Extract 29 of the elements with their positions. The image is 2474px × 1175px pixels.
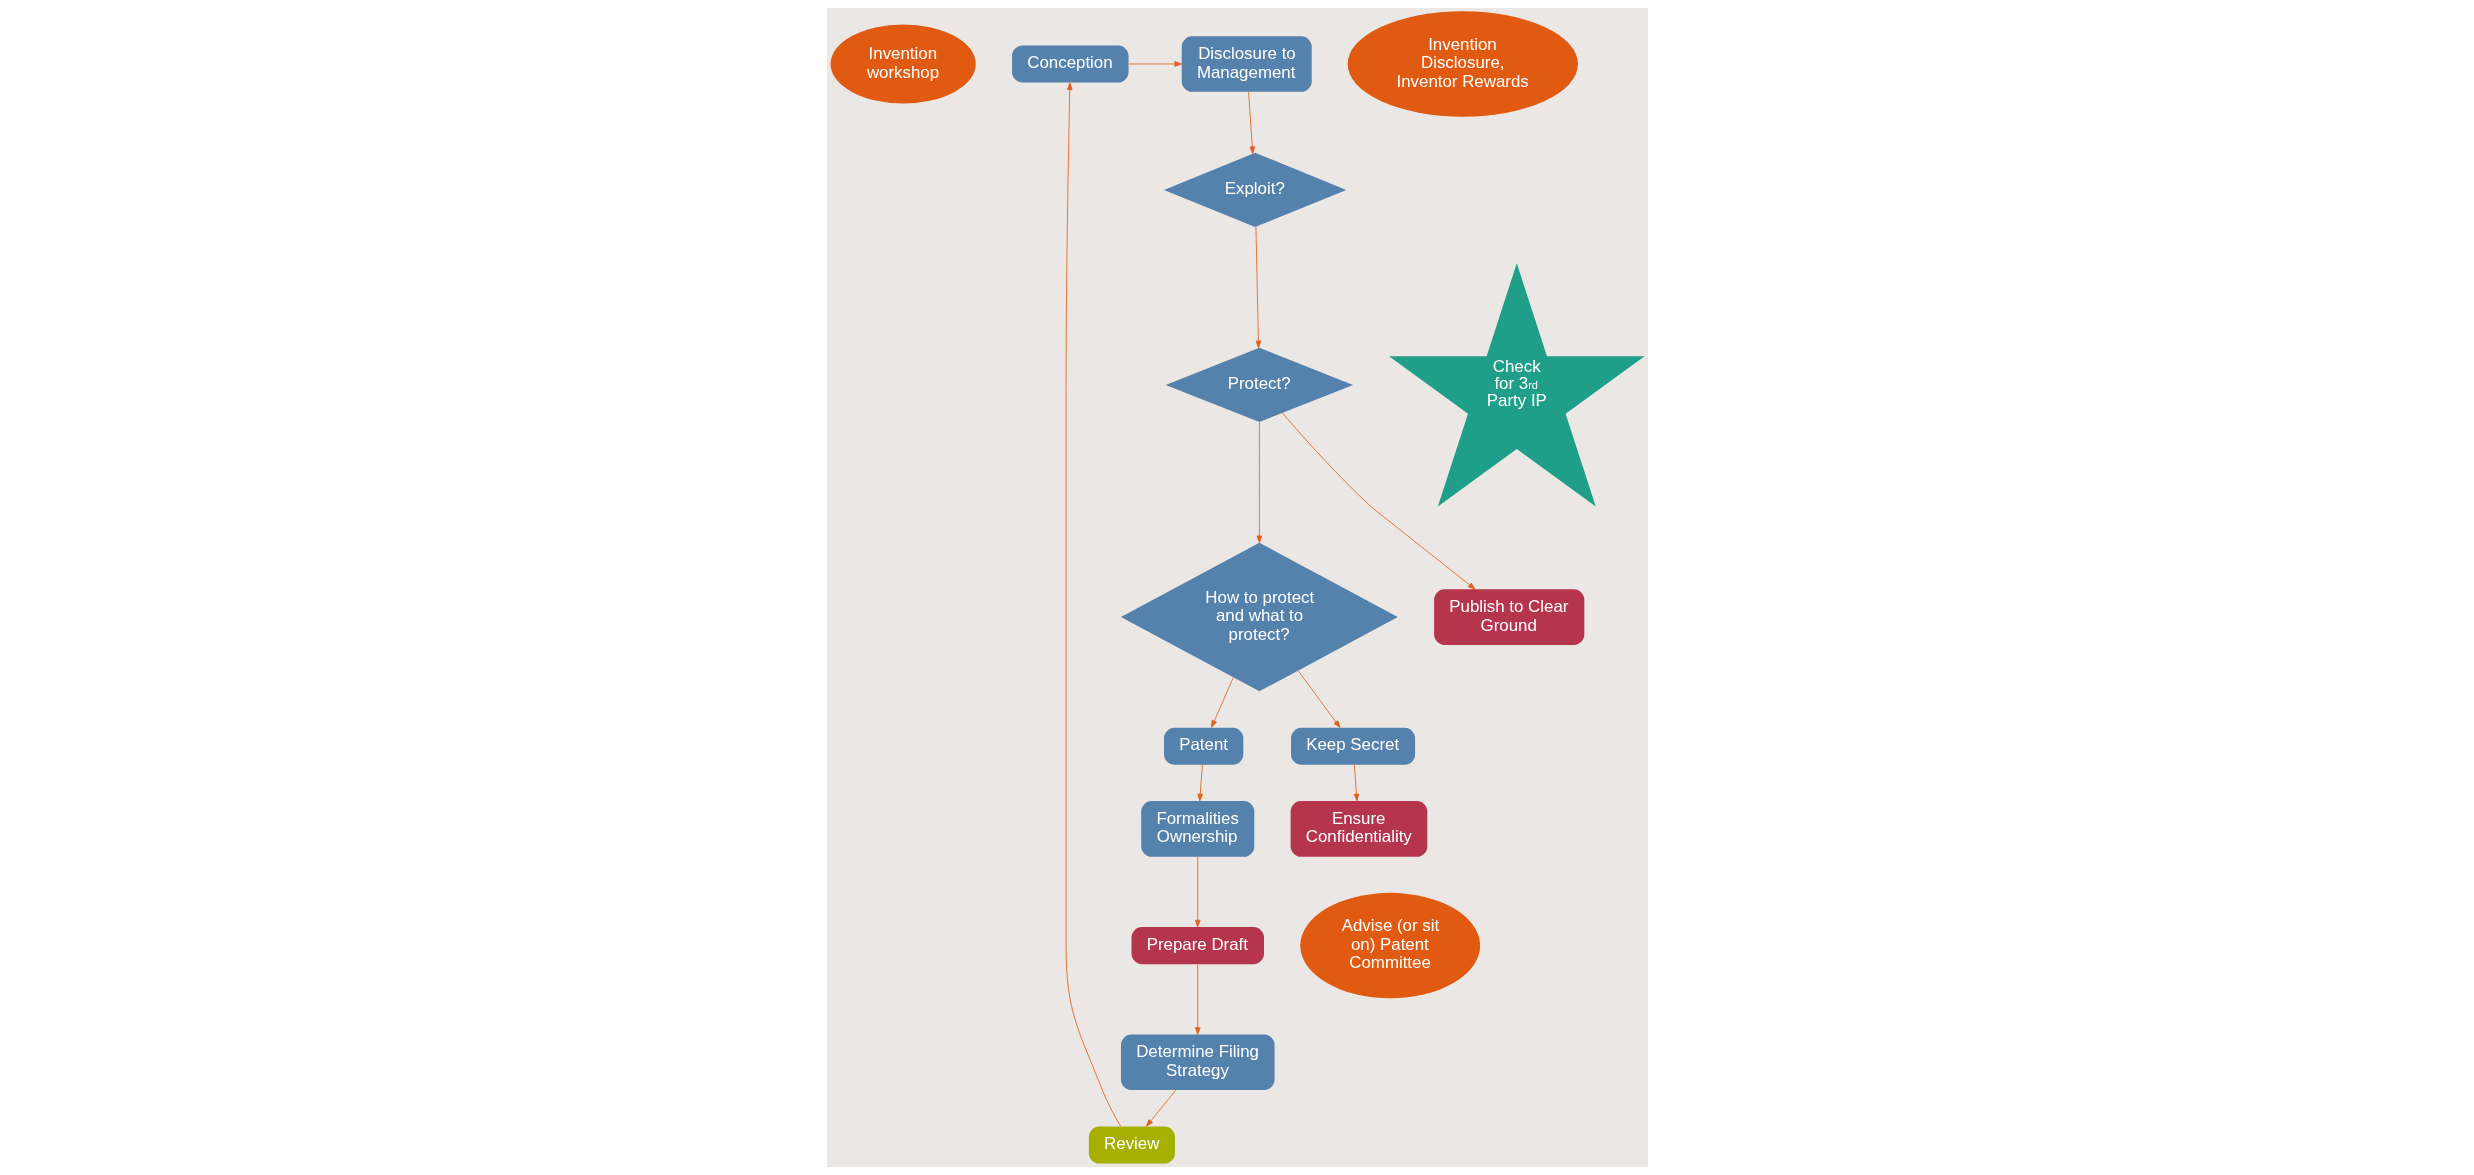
arrow <box>1247 91 1255 155</box>
node-box: Determine Filing Strategy <box>1120 1034 1275 1091</box>
arrow <box>1297 670 1340 728</box>
node-box: Prepare Draft <box>1131 927 1264 965</box>
arrow <box>1255 226 1261 349</box>
node-box: Review <box>1088 1126 1175 1164</box>
node-box: Keep Secret <box>1290 727 1415 765</box>
node-diamond: Protect? <box>1165 347 1353 423</box>
arrow <box>1194 963 1201 1035</box>
node-box: Conception <box>1011 45 1129 83</box>
node-box: Formalities Ownership <box>1140 801 1254 857</box>
node-diamond: Exploit? <box>1163 152 1346 228</box>
node-ellipse: Invention workshop <box>830 24 976 104</box>
arrow <box>1065 82 1121 1127</box>
arrow <box>1194 856 1201 928</box>
node-ellipse: Advise (or sit on) Patent Committee <box>1299 892 1480 999</box>
arrow <box>1281 412 1475 590</box>
node-box: Patent <box>1163 727 1243 765</box>
node-ellipse: Invention Disclosure, Inventor Rewards <box>1347 11 1578 117</box>
arrow <box>1127 61 1182 67</box>
arrow <box>1196 764 1203 802</box>
arrow <box>1353 764 1359 802</box>
node-box: Ensure Confidentiality <box>1290 801 1427 857</box>
arrow <box>1210 677 1234 728</box>
node-box: Disclosure to Management <box>1181 36 1312 92</box>
arrow <box>1145 1089 1176 1127</box>
node-box: Publish to Clear Ground <box>1433 589 1584 645</box>
arrow <box>1256 421 1262 544</box>
node-diamond: How to protect and what to protect? <box>1120 542 1398 692</box>
